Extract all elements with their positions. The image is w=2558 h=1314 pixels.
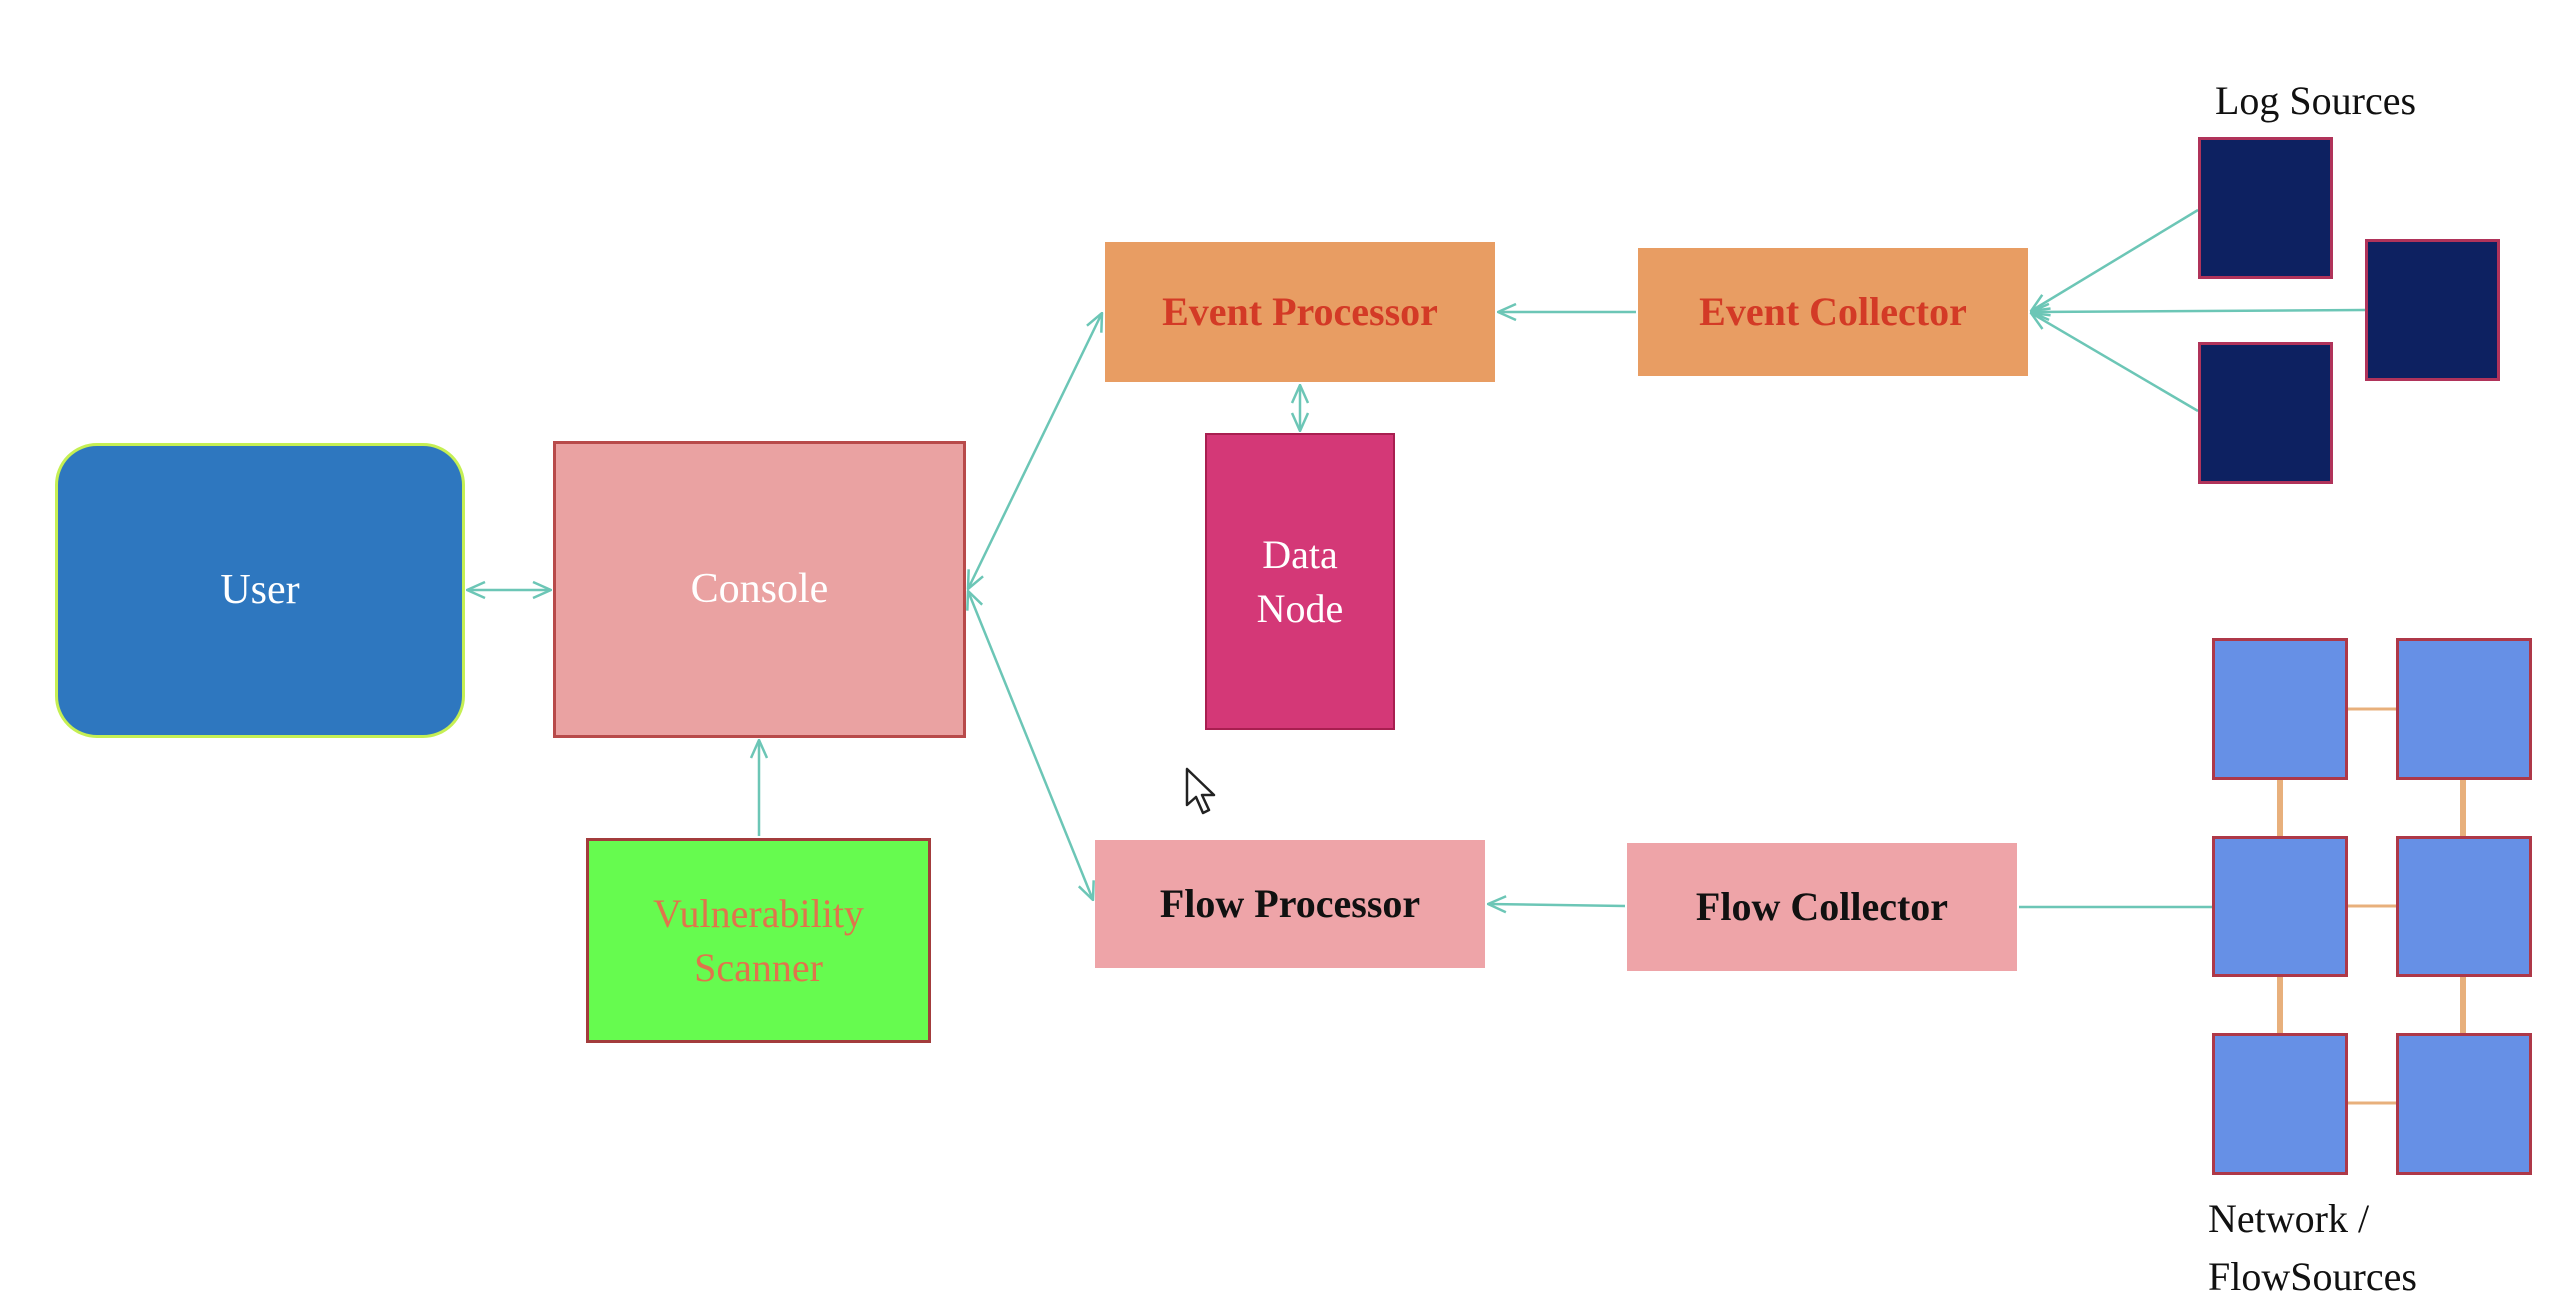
edge-console-event-processor xyxy=(968,313,1102,589)
log-source-box xyxy=(2198,342,2333,484)
data-node: Data Node xyxy=(1205,433,1395,730)
user-label: User xyxy=(220,567,300,614)
console-node: Console xyxy=(553,441,966,738)
vulnerability-scanner-label-line-2: Scanner xyxy=(694,944,823,990)
flow-source-box xyxy=(2396,638,2532,780)
flow-processor-label: Flow Processor xyxy=(1159,881,1421,926)
user-node: User xyxy=(55,443,465,738)
log-source-box xyxy=(2365,239,2500,381)
flow-collector-node: Flow Collector xyxy=(1627,843,2017,971)
edge-log-source-3 xyxy=(2031,313,2199,413)
vulnerability-scanner-label-line-1: Vulnerability xyxy=(653,890,864,936)
network-flow-sources-label-line-1: Network / xyxy=(2208,1196,2370,1241)
edge-console-flow-processor xyxy=(968,591,1093,900)
network-flow-sources-label-line-2: FlowSources xyxy=(2208,1254,2417,1299)
console-label: Console xyxy=(690,566,829,613)
flow-collector-label: Flow Collector xyxy=(1695,884,1949,929)
edge-log-source-1 xyxy=(2031,208,2199,311)
data-node-label-line-2: Node xyxy=(1256,585,1344,631)
event-processor-label: Event Processor xyxy=(1162,289,1438,334)
event-collector-label: Event Collector xyxy=(1699,289,1967,334)
flow-source-box xyxy=(2212,638,2348,780)
event-processor-node: Event Processor xyxy=(1105,242,1495,382)
flow-source-mesh xyxy=(2277,707,2466,1105)
event-collector-node: Event Collector xyxy=(1638,248,2028,376)
data-node-label-line-1: Data xyxy=(1262,531,1338,577)
flow-source-box xyxy=(2396,836,2532,977)
edge-flow-collector-flow-processor xyxy=(1488,904,1626,906)
vulnerability-scanner-node: Vulnerability Scanner xyxy=(586,838,931,1043)
mouse-pointer-icon xyxy=(1185,767,1216,815)
flow-source-box xyxy=(2212,1033,2348,1175)
log-source-box xyxy=(2198,137,2333,279)
log-sources-label: Log Sources xyxy=(2215,78,2417,123)
flow-processor-node: Flow Processor xyxy=(1095,840,1485,968)
network-flow-sources-label: Network / FlowSources xyxy=(2208,1190,2417,1306)
flow-source-box xyxy=(2396,1033,2532,1175)
flow-source-box xyxy=(2212,836,2348,977)
edge-log-source-2 xyxy=(2031,310,2366,312)
